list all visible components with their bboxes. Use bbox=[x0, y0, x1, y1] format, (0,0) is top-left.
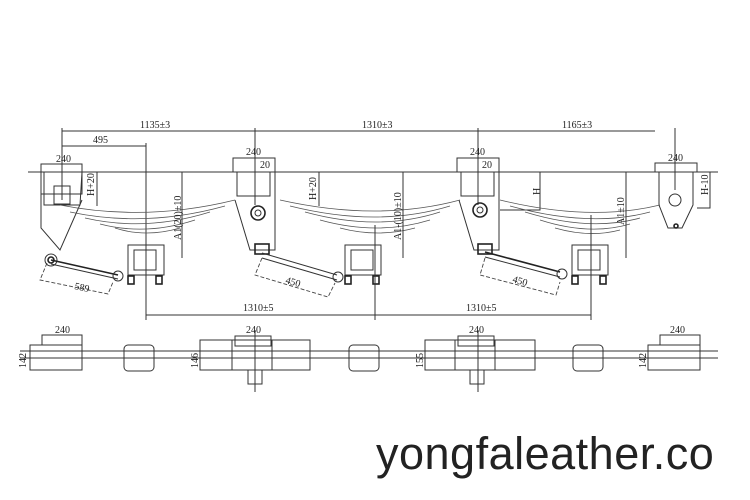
top-width-1: 240 bbox=[55, 325, 70, 336]
dim-1135: 1135±3 bbox=[140, 120, 170, 131]
top-height-3: 155 bbox=[415, 353, 426, 368]
axle-seat-3 bbox=[571, 215, 609, 320]
torque-rod-1 bbox=[39, 259, 124, 295]
axle-spacing-1: 1310±5 bbox=[243, 303, 274, 314]
height-label-7: H-10 bbox=[700, 174, 711, 195]
rod-length-2: 450 bbox=[284, 275, 301, 290]
hanger-gap-1: 20 bbox=[260, 160, 270, 171]
torque-rod-2 bbox=[254, 252, 344, 298]
rod-length-3: 450 bbox=[511, 274, 528, 289]
leaf-spring-2 bbox=[279, 199, 461, 234]
hanger-width-1: 240 bbox=[56, 154, 71, 165]
top-height-2: 146 bbox=[190, 353, 201, 368]
top-width-3: 240 bbox=[469, 325, 484, 336]
hanger-middle-2 bbox=[456, 157, 500, 255]
axle-spacing-2: 1310±5 bbox=[466, 303, 497, 314]
height-label-5: H bbox=[532, 188, 543, 195]
top-view bbox=[20, 330, 718, 392]
height-label-1: H+20 bbox=[86, 173, 97, 196]
spacing-dimension-line bbox=[61, 128, 676, 320]
rod-length-1: 589 bbox=[73, 281, 90, 295]
leaf-spring-1 bbox=[59, 199, 236, 234]
axle-seat-1 bbox=[127, 244, 165, 285]
hanger-gap-2: 20 bbox=[482, 160, 492, 171]
hanger-rear bbox=[654, 162, 698, 229]
hanger-width-4: 240 bbox=[668, 153, 683, 164]
watermark: yongfaleather.co bbox=[376, 428, 715, 479]
dim-495: 495 bbox=[93, 135, 108, 146]
height-label-6: A1±10 bbox=[616, 197, 627, 225]
leaf-spring-3 bbox=[499, 199, 661, 234]
top-height-4: 142 bbox=[638, 353, 649, 368]
height-label-4: A1-(10)±10 bbox=[393, 192, 404, 240]
height-label-2: A1(20)±10 bbox=[173, 196, 184, 240]
dim-1165: 1165±3 bbox=[562, 120, 592, 131]
top-height-1: 142 bbox=[18, 353, 29, 368]
hanger-width-2: 240 bbox=[246, 147, 261, 158]
hanger-middle-1 bbox=[232, 157, 276, 255]
top-width-4: 240 bbox=[670, 325, 685, 336]
top-width-2: 240 bbox=[246, 325, 261, 336]
torque-rod-3 bbox=[479, 251, 568, 296]
dim-1310-top: 1310±3 bbox=[362, 120, 393, 131]
axle-seat-2 bbox=[344, 225, 382, 320]
hanger-width-3: 240 bbox=[470, 147, 485, 158]
height-label-3: H+20 bbox=[308, 177, 319, 200]
